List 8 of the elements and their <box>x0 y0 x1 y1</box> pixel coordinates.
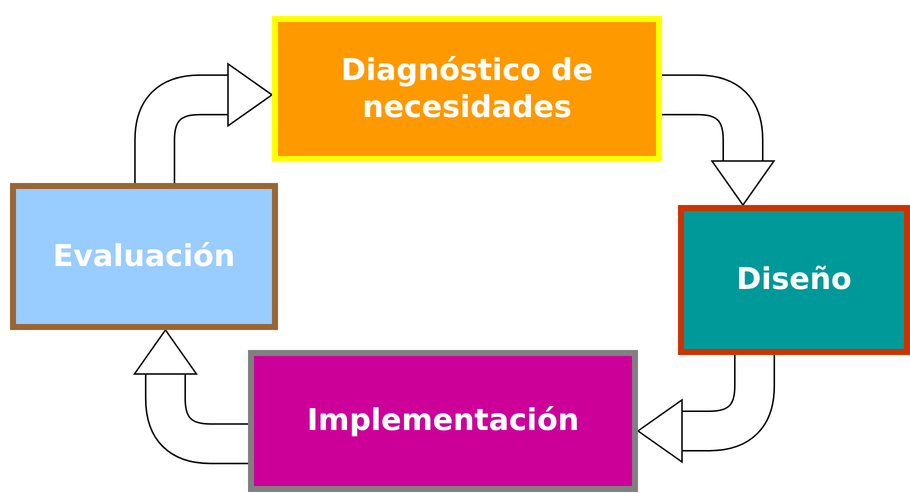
process-box <box>678 205 910 355</box>
box-label: Implementación <box>306 402 580 440</box>
process-box <box>272 16 662 162</box>
process-box <box>10 183 278 330</box>
box-label: Diseño <box>736 261 852 299</box>
box-label: Diagnóstico de necesidades <box>340 52 594 126</box>
process-box <box>248 350 638 492</box>
box-label: Evaluación <box>52 238 236 276</box>
